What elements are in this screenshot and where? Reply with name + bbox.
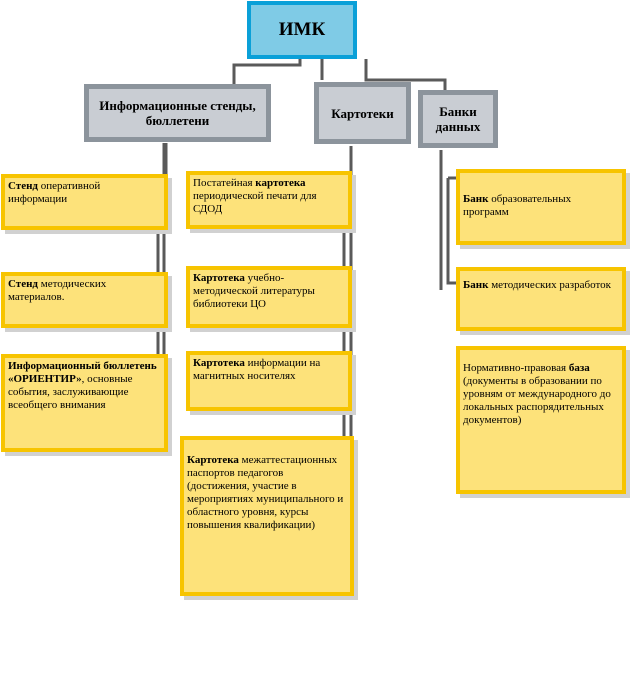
leaf-stand-operative: Стенд оперативной информации (1, 174, 168, 230)
category-label: Информационные стенды, бюллетени (99, 98, 256, 128)
leaf-text: , основные события, заслуживающие всеобщ… (8, 373, 133, 411)
leaf-bold: Картотека (187, 454, 239, 466)
leaf-passport-card-file: Картотека межаттестационных паспортов пе… (180, 436, 354, 596)
leaf-bank-programs: Банк образовательных программ (456, 169, 626, 245)
leaf-prefix: Постатейная (193, 177, 256, 189)
leaf-legal-base: Нормативно-правовая база (документы в об… (456, 346, 626, 494)
leaf-text: периодической печати для СДОД (193, 190, 317, 215)
category-label: Банки данных (435, 104, 481, 134)
leaf-bold: Стенд (8, 180, 38, 192)
category-stands: Информационные стенды, бюллетени (84, 84, 271, 142)
leaf-media-card-file: Картотека информации на магнитных носите… (186, 351, 352, 411)
leaf-text: методических материалов. (8, 278, 107, 303)
leaf-text: методических разработок (488, 279, 611, 291)
leaf-bold: Банк (463, 193, 489, 205)
leaf-bank-developments: Банк методических разработок (456, 267, 626, 331)
leaf-bulletin-orientir: Информационный бюллетень «ОРИЕНТИР», осн… (1, 354, 168, 452)
leaf-article-card-file: Постатейная картотека периодической печа… (186, 171, 352, 229)
leaf-stand-methodical: Стенд методических материалов. (1, 272, 168, 328)
leaf-bold: Информационный бюллетень «ОРИЕНТИР» (8, 360, 157, 385)
leaf-bold: база (568, 362, 590, 374)
leaf-prefix: Нормативно-правовая (463, 362, 569, 374)
leaf-text: образовательных программ (463, 193, 572, 218)
category-card-files: Картотеки (314, 82, 411, 144)
connector-root-banks (364, 59, 447, 92)
root-node: ИМК (247, 1, 357, 59)
category-label: Картотеки (331, 105, 394, 121)
leaf-text: (документы в образовании по уровням от м… (463, 375, 611, 426)
leaf-bold: Картотека (193, 357, 245, 369)
leaf-text: информации на магнитных носителях (193, 357, 321, 382)
leaf-bold: Картотека (193, 272, 245, 284)
root-label: ИМК (278, 19, 326, 40)
leaf-text: межаттестационных паспортов педагогов (д… (187, 454, 344, 531)
leaf-text: оперативной информации (8, 180, 101, 205)
leaf-bold: картотека (255, 177, 306, 189)
connector-root-stands (232, 59, 302, 86)
category-databanks: Банки данных (418, 90, 498, 148)
connector-banks-inner (446, 178, 456, 285)
leaf-bold: Стенд (8, 278, 38, 290)
leaf-literature-card-file: Картотека учебно-методической литературы… (186, 266, 352, 328)
leaf-bold: Банк (463, 279, 489, 291)
leaf-text: учебно-методической литературы библиотек… (193, 272, 315, 310)
